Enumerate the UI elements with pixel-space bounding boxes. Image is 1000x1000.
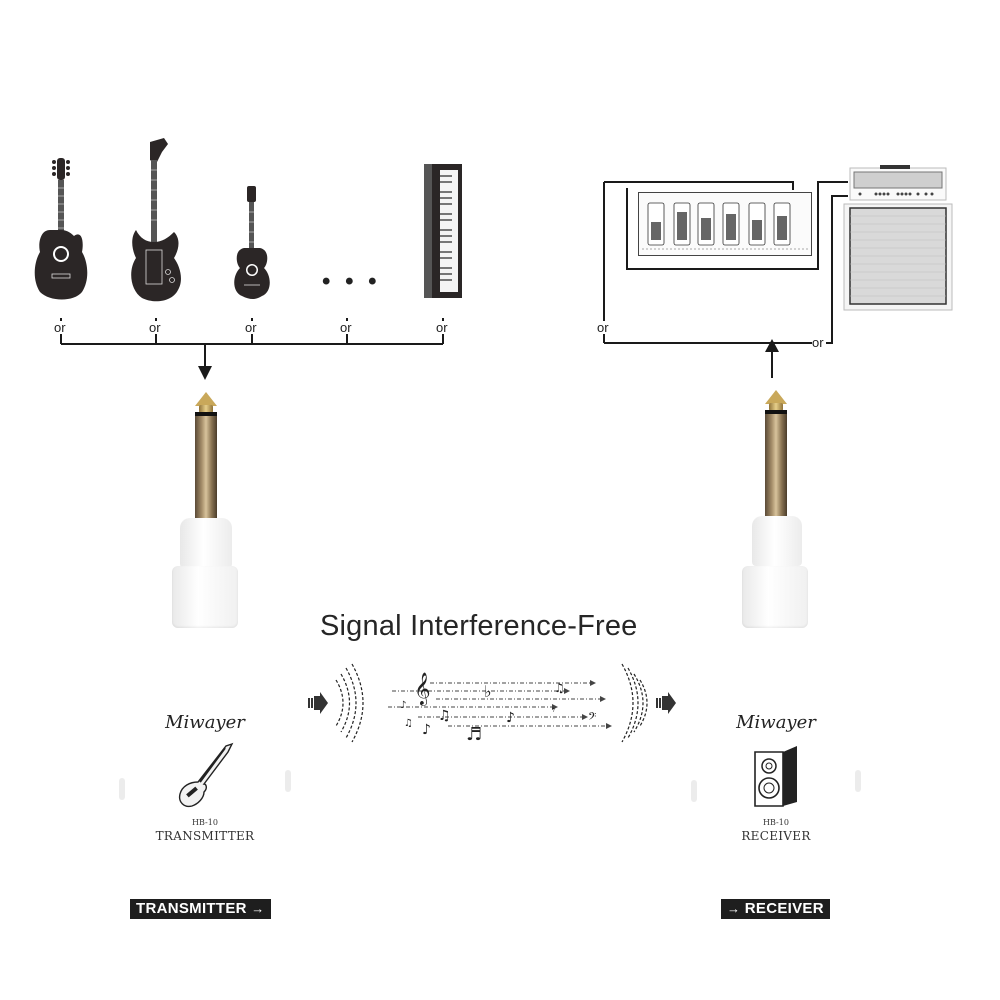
plug-neck: [199, 405, 213, 413]
signal-arrow-icon: [308, 692, 328, 714]
model-label: HB-10: [763, 818, 789, 827]
plug-collar: [180, 518, 232, 568]
side-button[interactable]: [285, 770, 291, 792]
svg-text:♫: ♫: [404, 718, 413, 729]
or-label: or: [436, 320, 448, 335]
electric-guitar-logo-icon: [178, 742, 234, 808]
more-instruments-ellipsis: • • •: [322, 268, 381, 295]
svg-text:𝄢: 𝄢: [588, 711, 596, 726]
acoustic-guitar-icon: [34, 158, 88, 300]
arrow-right-icon: →: [251, 901, 265, 916]
side-button[interactable]: [119, 778, 125, 800]
plug-ring: [765, 410, 787, 414]
plug-tip: [765, 390, 787, 404]
svg-text:♪: ♪: [422, 722, 431, 738]
plug-collar: [752, 516, 802, 566]
receiver-tag: → RECEIVER: [721, 899, 830, 919]
svg-text:♫: ♫: [554, 681, 565, 695]
brand-logo: Miwayer: [736, 712, 816, 733]
plug-ring: [195, 412, 217, 416]
or-label: or: [245, 320, 257, 335]
or-label: or: [340, 320, 352, 335]
device-role-label: TRANSMITTER: [155, 829, 255, 843]
side-button[interactable]: [691, 780, 697, 802]
brand-logo: Miwayer: [165, 712, 245, 733]
jack-plug: [195, 416, 217, 520]
jack-plug: [765, 414, 787, 518]
svg-text:♫: ♫: [438, 708, 451, 724]
ukulele-icon: [234, 186, 270, 299]
svg-text:♭: ♭: [484, 682, 492, 701]
speaker-logo-icon: [754, 746, 797, 807]
swivel-joint: [742, 566, 808, 628]
electric-guitar-icon: [131, 138, 181, 302]
diagram-title: Signal Interference-Free: [320, 610, 638, 642]
svg-text:𝄾: 𝄾: [552, 703, 555, 717]
swivel-joint: [172, 566, 238, 628]
or-label: or: [597, 320, 609, 335]
pedalboard-icon: [638, 192, 812, 256]
or-label: or: [54, 320, 66, 335]
radio-waves-icon: [621, 663, 648, 743]
arrow-right-icon: →: [727, 901, 741, 916]
or-label: or: [812, 335, 824, 350]
music-notes-icon: 𝄞 ♭ ♫ ♪ ♫ ♪ 𝄾 𝄢 ♫ ♪ ♬: [400, 672, 596, 745]
transmitter-tag-text: TRANSMITTER: [136, 900, 247, 917]
wireless-signal-illustration: 𝄞 ♭ ♫ ♪ ♫ ♪ 𝄾 𝄢 ♫ ♪ ♬: [308, 663, 676, 745]
arrow-down-icon: [198, 366, 212, 380]
svg-text:♪: ♪: [506, 710, 515, 726]
or-label: or: [149, 320, 161, 335]
side-button[interactable]: [855, 770, 861, 792]
keyboard-icon: [424, 164, 462, 298]
signal-arrow-icon: [656, 692, 676, 714]
svg-text:𝄞: 𝄞: [414, 672, 431, 706]
amplifier-icon: [843, 165, 953, 311]
model-label: HB-10: [192, 818, 218, 827]
device-role-label: RECEIVER: [741, 829, 811, 843]
plug-tip: [195, 392, 217, 406]
plug-neck: [769, 403, 783, 411]
transmitter-tag: TRANSMITTER →: [130, 899, 271, 919]
svg-text:♪: ♪: [400, 700, 406, 711]
arrow-up-icon: [765, 339, 779, 352]
receiver-tag-text: RECEIVER: [744, 900, 824, 917]
radio-waves-icon: [335, 663, 364, 743]
svg-text:♬: ♬: [466, 724, 482, 745]
